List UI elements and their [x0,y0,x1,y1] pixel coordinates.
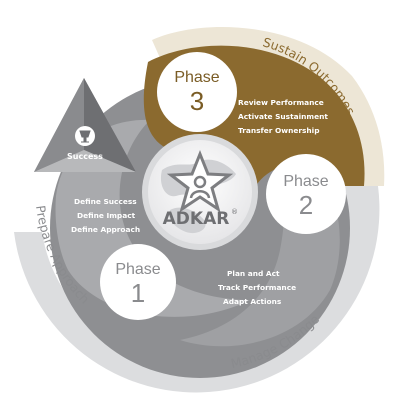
adkar-trademark: ® [231,208,238,216]
phase2-word: Phase [283,173,328,190]
adkar-brand: ADKAR [163,209,230,229]
phase1-task-3: Define Approach [71,225,140,234]
phase1-task-2: Define Impact [77,211,136,220]
star-person-icon [166,149,234,213]
phase1-badge: Phase 1 [100,244,176,320]
phase2-number: 2 [299,190,313,220]
success-label: Success [67,152,103,161]
phase2-task-2: Track Performance [218,283,296,292]
phase3-task-1: Review Performance [238,98,324,107]
phase1-task-1: Define Success [74,197,137,206]
phase2-task-1: Plan and Act [227,269,280,278]
phase1-word: Phase [115,261,160,278]
phase3-number: 3 [190,86,204,116]
phase3-task-3: Transfer Ownership [238,126,319,135]
phase3-badge: Phase 3 [157,52,237,132]
phase3-word: Phase [174,69,219,86]
phase2-badge: Phase 2 [266,154,346,234]
success-pyramid: Success [34,78,136,172]
phase3-task-2: Activate Sustainment [238,112,328,121]
phase1-number: 1 [131,278,145,308]
phase2-task-3: Adapt Actions [223,297,282,306]
gold-outer-band [152,26,385,187]
